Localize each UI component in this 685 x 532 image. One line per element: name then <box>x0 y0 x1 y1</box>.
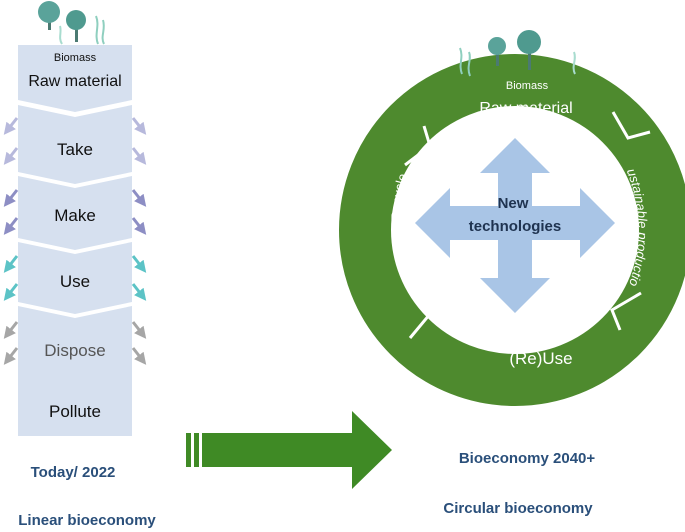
stage-make-block <box>18 176 132 250</box>
transition-arrow <box>186 411 392 489</box>
stage-raw-material-label: Raw material <box>28 73 121 90</box>
stage-use-label: Use <box>60 272 90 291</box>
plants-icon-circular <box>459 30 576 77</box>
divider-top-right <box>611 111 651 140</box>
center-label-line2: technologies <box>469 218 562 235</box>
stage-dispose-label: Dispose <box>44 341 105 360</box>
stage-raw-material-block <box>18 45 132 112</box>
bioeconomy-2040-label: Bioeconomy 2040+ <box>459 450 596 467</box>
leak-arrows-right <box>131 117 147 365</box>
divider-bottom-right <box>610 291 642 331</box>
circular-caption: Circular bioeconomy <box>443 500 593 517</box>
ring-reuse-label: (Re)Use <box>509 349 572 368</box>
center-label-line1: New <box>498 195 529 212</box>
linear-column <box>18 45 132 436</box>
stage-dispose-pollute-block <box>18 306 132 436</box>
today-label: Today/ 2022 <box>31 464 116 481</box>
stage-use-block <box>18 242 132 314</box>
stage-take-block <box>18 105 132 184</box>
ring-raw-material-label: Raw material <box>479 100 572 117</box>
plants-icon-linear <box>38 1 105 45</box>
stage-pollute-label: Pollute <box>49 402 101 421</box>
ring-biomass-label: Biomass <box>506 80 549 92</box>
stage-take-label: Take <box>57 140 93 159</box>
four-way-arrow-icon <box>415 138 615 313</box>
stage-make-label: Make <box>54 206 96 225</box>
linear-biomass-label: Biomass <box>54 52 97 64</box>
leak-arrows-left <box>3 117 19 365</box>
linear-caption: Linear bioeconomy <box>18 512 156 529</box>
